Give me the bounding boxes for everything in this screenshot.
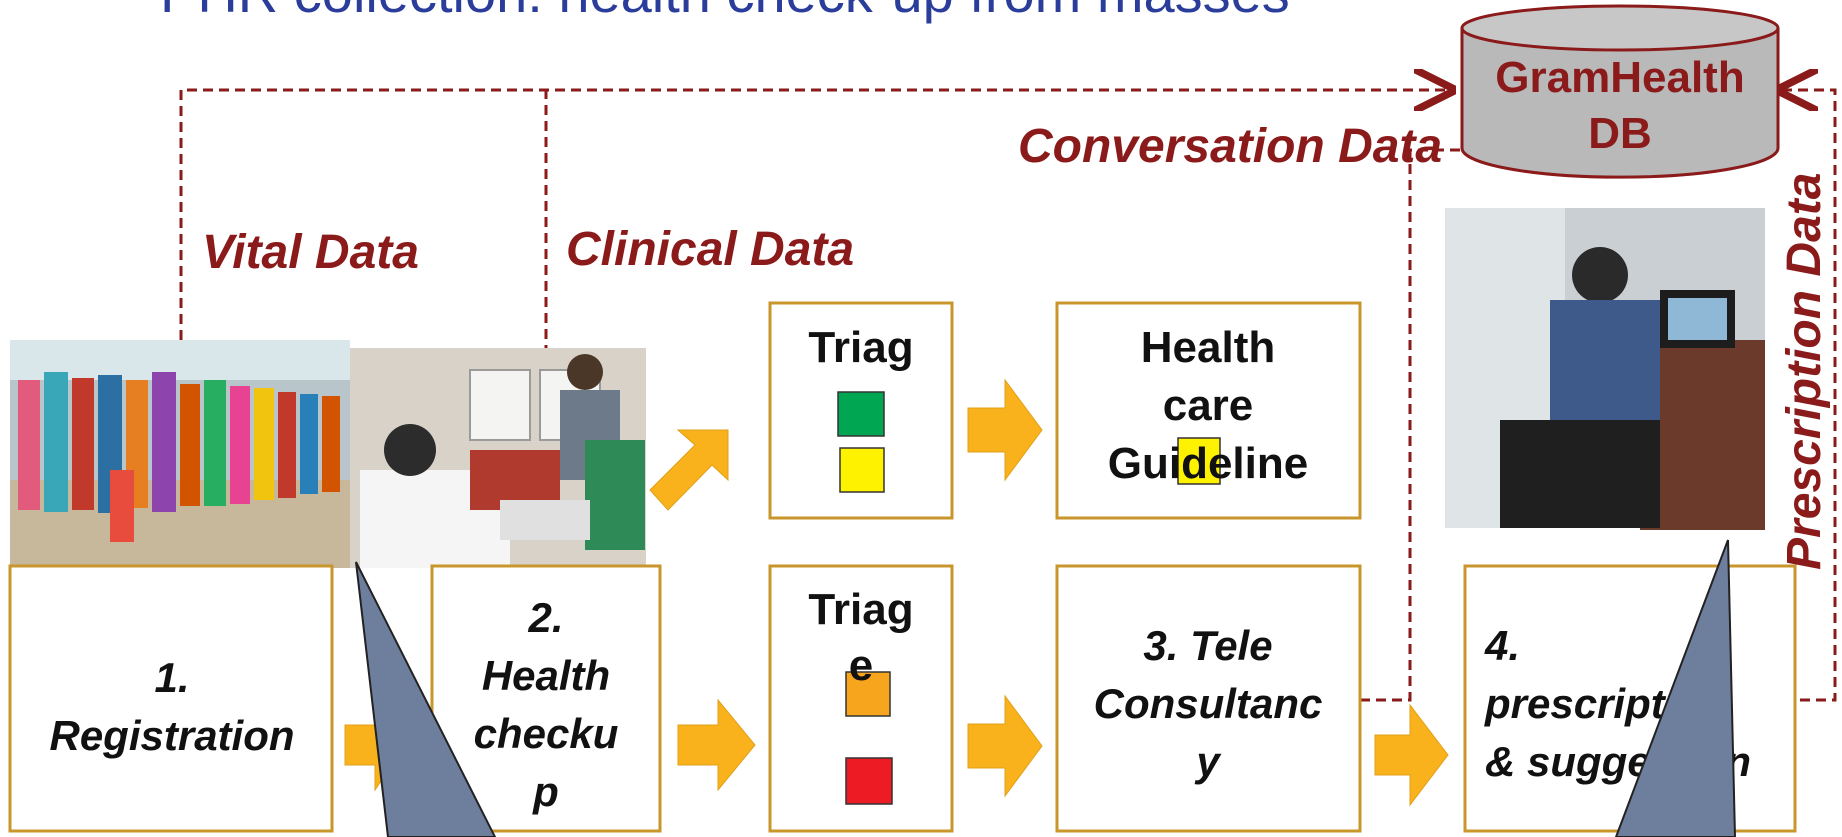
tele-line3: y bbox=[1194, 738, 1222, 785]
checkup-line3: checku bbox=[474, 710, 619, 757]
page-title: PHR collection: health check-up from mas… bbox=[160, 0, 1290, 24]
triage-indicators bbox=[837, 391, 1221, 805]
red-triage-square bbox=[845, 757, 893, 805]
tele-line2: Consultanc bbox=[1094, 680, 1323, 727]
vital-data-line bbox=[179, 90, 1450, 340]
prescription-line1: 4. bbox=[1484, 622, 1520, 669]
prescription-data-label: Prescription Data bbox=[1778, 173, 1831, 570]
triage-bottom-label2: e bbox=[849, 641, 873, 690]
prescription-box bbox=[1463, 564, 1797, 833]
orange-triage-square bbox=[845, 671, 891, 717]
crowd-photo bbox=[10, 340, 350, 568]
flow-arrows bbox=[344, 378, 1449, 807]
arrow-triage-to-tele bbox=[967, 694, 1043, 798]
registration-box bbox=[8, 564, 334, 833]
clinical-data-label: Clinical Data bbox=[566, 223, 854, 276]
registration-line2: Registration bbox=[49, 712, 294, 759]
vital-data-label: Vital Data bbox=[202, 226, 419, 279]
db-label-line1: GramHealth bbox=[1495, 53, 1744, 102]
callout-pointer-left bbox=[355, 561, 497, 837]
yellow-triage-square bbox=[839, 447, 885, 493]
teleconsult-photo bbox=[1445, 208, 1765, 530]
guideline-line3: Guideline bbox=[1108, 439, 1308, 488]
checkup-photo bbox=[350, 348, 646, 568]
guideline-line2: care bbox=[1163, 381, 1254, 430]
arrow-up-to-triage-top bbox=[649, 429, 729, 511]
checkup-line1: 2. bbox=[527, 594, 563, 641]
guideline-line1: Health bbox=[1141, 323, 1275, 372]
arrow-tele-to-prescription bbox=[1374, 703, 1449, 807]
database-icon: GramHealth DB bbox=[1460, 4, 1780, 179]
triage-bottom-label: Triag bbox=[808, 585, 913, 634]
data-flow-lines bbox=[179, 90, 1837, 702]
tele-line1: 3. Tele bbox=[1143, 622, 1272, 669]
db-label-line2: DB bbox=[1588, 109, 1652, 158]
arrow-checkup-to-triage bbox=[677, 698, 756, 792]
guideline-yellow-square bbox=[1177, 437, 1221, 485]
prescription-data-line bbox=[1782, 90, 1837, 702]
checkup-line2: Health bbox=[482, 652, 610, 699]
triage-top-label: Triag bbox=[808, 323, 913, 372]
conversation-data-label: Conversation Data bbox=[1018, 120, 1442, 173]
conversation-data-line bbox=[1360, 148, 1460, 702]
registration-line1: 1. bbox=[154, 654, 189, 701]
green-triage-square bbox=[837, 391, 885, 437]
checkup-line4: p bbox=[532, 768, 559, 815]
tele-box bbox=[1055, 564, 1362, 833]
callout-pointer-right bbox=[1614, 539, 1737, 837]
arrow-triage-to-guideline bbox=[967, 378, 1043, 482]
